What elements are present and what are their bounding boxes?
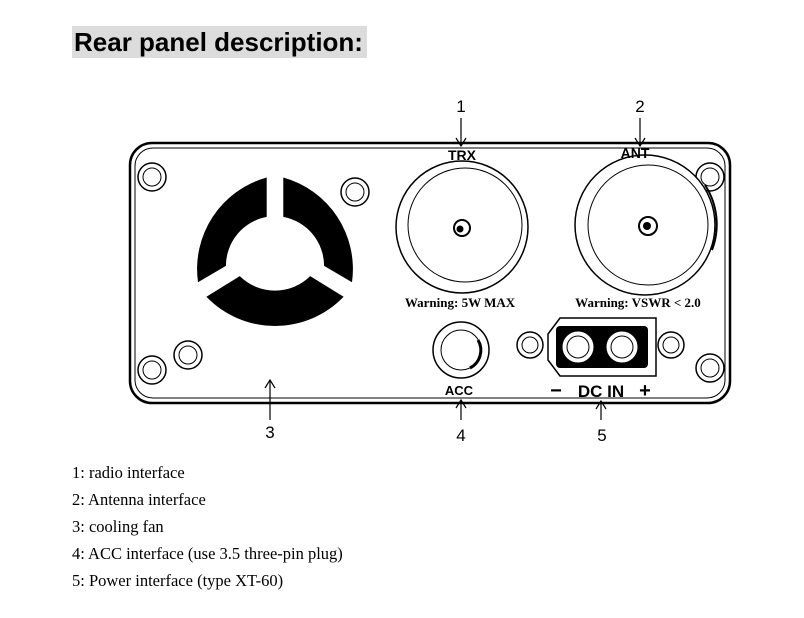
callout-arrow-5 [595,399,607,420]
fan-blade-bottom [206,276,344,326]
dc-minus-label: − [550,380,562,402]
legend-item-antenna-interface: 2: Antenna interface [72,490,206,509]
page-title: Rear panel description: [72,26,367,58]
mounting-screw-dc-left [516,331,544,359]
ant-label: ANT [621,145,650,161]
mounting-screw-bottom-left [137,355,167,385]
fan-blade-top-right [283,177,353,283]
trx-connector [395,160,529,294]
mounting-screw-dc-right [657,331,685,359]
legend-item-power-interface: 5: Power interface (type XT-60) [72,571,284,590]
legend-item-cooling-fan: 3: cooling fan [72,517,164,536]
callout-number-1: 1 [456,97,465,116]
acc-jack [432,321,490,379]
callout-number-4: 4 [456,426,465,445]
callout-number-2: 2 [635,97,644,116]
legend-item-acc-interface: 4: ACC interface (use 3.5 three-pin plug… [72,544,343,563]
fan-blade-top-left [197,177,267,283]
ant-warning: Warning: VSWR < 2.0 [575,295,701,310]
ant-connector [574,154,718,296]
callout-arrow-3 [264,378,276,420]
callout-arrow-2 [634,118,646,148]
cooling-fan [197,177,353,326]
callout-arrow-1 [455,118,467,148]
mounting-screw-fan-top-right [340,177,370,207]
mounting-screw-fan-bottom-left [173,340,203,370]
mounting-screw-top-left [137,162,167,192]
legend-list: 1: radio interface 2: Antenna interface … [72,462,343,597]
callout-number-5: 5 [597,426,606,445]
trx-label: TRX [448,147,477,163]
dc-plus-label: + [639,380,651,402]
trx-warning: Warning: 5W MAX [405,295,516,310]
acc-label: ACC [445,383,474,398]
rear-panel-inner-edge [134,147,726,399]
mounting-screw-bottom-right [695,353,725,383]
callout-arrow-4 [455,398,467,420]
dc-in-connector [547,317,657,377]
legend-item-radio-interface: 1: radio interface [72,463,185,482]
callout-number-3: 3 [265,423,274,442]
dc-in-label: DC IN [578,382,624,401]
